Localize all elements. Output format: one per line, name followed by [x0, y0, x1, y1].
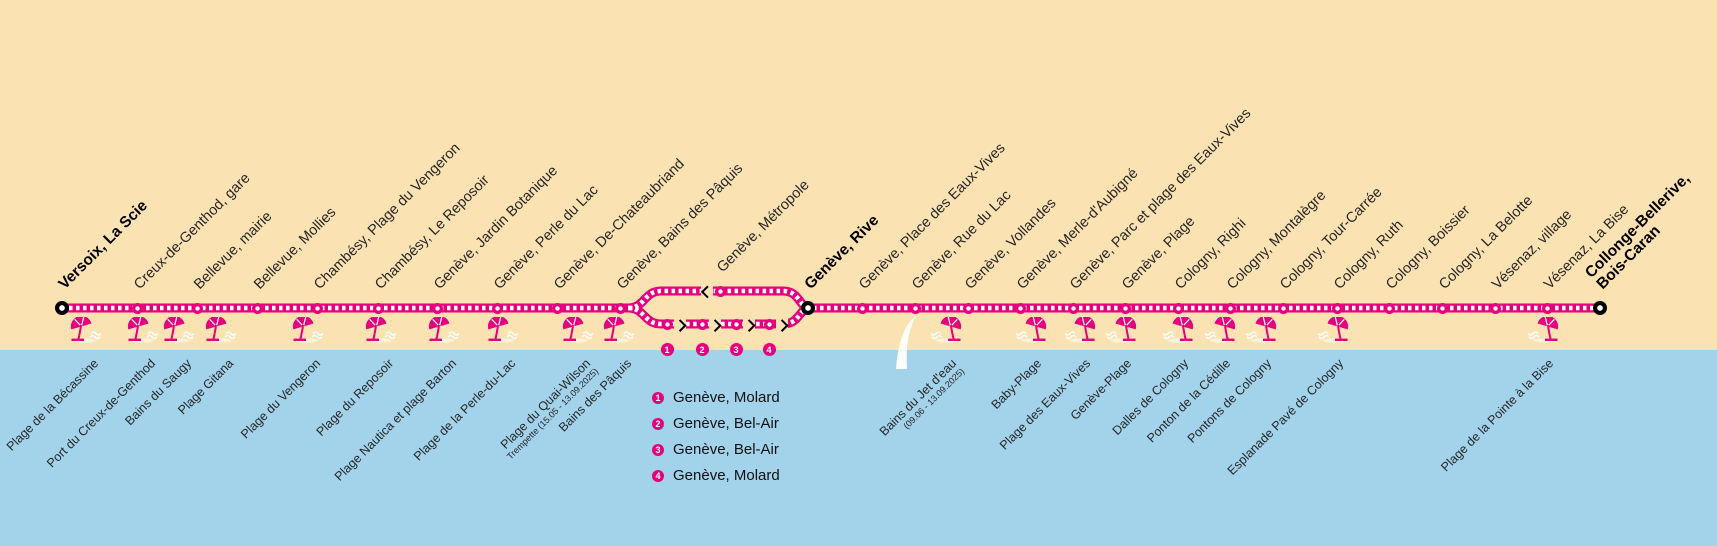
legend-number-badge: 1 [652, 391, 664, 404]
loop-stop-number-badge: 2 [695, 343, 709, 356]
loop-stop-marker [730, 318, 742, 330]
umbrella-icon [70, 315, 104, 343]
chevron-gap [674, 317, 686, 331]
station-stop-marker [1119, 302, 1131, 314]
umbrella-icon [127, 315, 161, 343]
station-stop-marker [614, 302, 626, 314]
station-stop-marker [191, 302, 203, 314]
legend-label: Genève, Molard [673, 389, 780, 406]
umbrella-icon [562, 315, 596, 343]
station-stop-marker [909, 302, 921, 314]
station-stop-marker [311, 302, 323, 314]
legend-item: 3 Genève, Bel-Air [652, 441, 780, 458]
chevron-gap [701, 284, 713, 298]
station-stop-marker [1489, 302, 1501, 314]
station-stop-marker [1067, 302, 1079, 314]
loop-stop-marker [763, 318, 775, 330]
umbrella-icon [1013, 315, 1047, 343]
station-stop-marker [801, 301, 815, 315]
station-stop-marker [856, 302, 868, 314]
umbrella-icon [487, 315, 521, 343]
umbrella-icon [365, 315, 399, 343]
umbrella-icon [603, 315, 637, 343]
legend-item: 2 Genève, Bel-Air [652, 415, 780, 432]
umbrella-icon [1525, 315, 1559, 343]
loop-stop-number-badge: 3 [729, 343, 743, 356]
umbrella-icon [1202, 315, 1236, 343]
umbrella-icon [1315, 315, 1349, 343]
loop-stop-number-badge: 4 [762, 343, 776, 356]
legend-number-badge: 3 [652, 443, 664, 456]
station-stop-marker [1383, 302, 1395, 314]
umbrella-icon [1243, 315, 1277, 343]
loop-stop-marker [661, 318, 673, 330]
station-stop-marker [1436, 302, 1448, 314]
umbrella-icon [928, 315, 962, 343]
station-stop-marker [251, 302, 263, 314]
lake-background [0, 350, 1717, 546]
loop-stop-number-badge: 1 [660, 343, 674, 356]
umbrella-icon [205, 315, 239, 343]
station-stop-marker [714, 285, 726, 297]
umbrella-icon [292, 315, 326, 343]
chevron-gap [709, 317, 721, 331]
legend-number-badge: 4 [652, 469, 664, 482]
station-stop-marker [1331, 302, 1343, 314]
station-stop-marker [1277, 302, 1289, 314]
umbrella-icon [428, 315, 462, 343]
chevron-gap [776, 317, 788, 331]
legend-item: 1 Genève, Molard [652, 389, 780, 406]
station-stop-marker [962, 302, 974, 314]
umbrella-icon [1160, 315, 1194, 343]
station-stop-marker [491, 302, 503, 314]
umbrella-icon [163, 315, 197, 343]
legend-label: Genève, Bel-Air [673, 415, 779, 432]
station-stop-marker [372, 302, 384, 314]
station-stop-marker [1541, 302, 1553, 314]
umbrella-icon [1103, 315, 1137, 343]
legend-label: Genève, Molard [673, 467, 780, 484]
station-stop-marker [551, 302, 563, 314]
station-stop-marker [1593, 301, 1607, 315]
legend-label: Genève, Bel-Air [673, 441, 779, 458]
chevron-gap [743, 317, 755, 331]
station-stop-marker [131, 302, 143, 314]
station-stop-marker [431, 302, 443, 314]
jet-deau-icon [893, 314, 919, 370]
loop-stop-marker [696, 318, 708, 330]
legend-number-badge: 2 [652, 417, 664, 430]
umbrella-icon [1062, 315, 1096, 343]
station-stop-marker [1172, 302, 1184, 314]
legend-item: 4 Genève, Molard [652, 467, 780, 484]
station-stop-marker [1224, 302, 1236, 314]
station-stop-marker [1014, 302, 1026, 314]
station-stop-marker [55, 301, 69, 315]
